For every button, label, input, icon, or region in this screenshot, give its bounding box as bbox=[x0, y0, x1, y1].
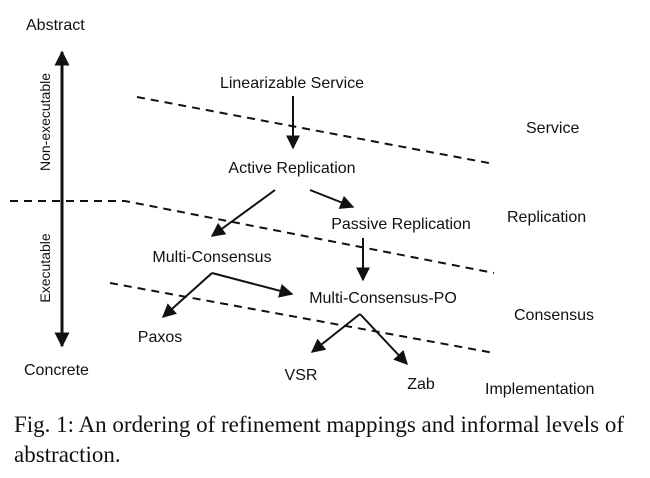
node-active-replication: Active Replication bbox=[228, 160, 355, 177]
axis-upper-section-label: Non-executable bbox=[37, 73, 53, 171]
refinement-diagram: Abstract Concrete Non-executable Executa… bbox=[10, 17, 594, 398]
separator-replication bbox=[10, 200, 495, 274]
node-multi-consensus: Multi-Consensus bbox=[152, 249, 271, 266]
axis-bottom-label: Concrete bbox=[24, 362, 89, 379]
level-service: Service bbox=[526, 120, 579, 137]
level-replication: Replication bbox=[507, 209, 586, 226]
edge-multi-consensus-to-multi-consensus-po bbox=[211, 272, 294, 298]
node-vsr: VSR bbox=[285, 367, 318, 384]
level-consensus: Consensus bbox=[514, 307, 594, 324]
axis-top-label: Abstract bbox=[26, 17, 85, 34]
node-zab: Zab bbox=[407, 376, 435, 393]
node-linearizable-service: Linearizable Service bbox=[220, 75, 364, 92]
separator-service bbox=[136, 96, 495, 165]
separator-consensus bbox=[109, 282, 495, 354]
node-multi-consensus-po: Multi-Consensus-PO bbox=[309, 290, 457, 307]
edge-active-to-passive bbox=[309, 189, 355, 209]
figure-caption: Fig. 1: An ordering of refinement mappin… bbox=[14, 412, 625, 467]
edge-multi-consensus-to-paxos bbox=[161, 272, 213, 318]
axis-lower-section-label: Executable bbox=[37, 233, 53, 302]
edge-active-to-multi-consensus bbox=[210, 189, 276, 237]
node-paxos: Paxos bbox=[138, 329, 182, 346]
node-passive-replication: Passive Replication bbox=[331, 216, 471, 233]
edge-multi-consensus-po-to-vsr bbox=[310, 313, 361, 353]
level-implementation: Implementation bbox=[485, 381, 594, 398]
edge-multi-consensus-po-to-zab bbox=[359, 313, 408, 366]
